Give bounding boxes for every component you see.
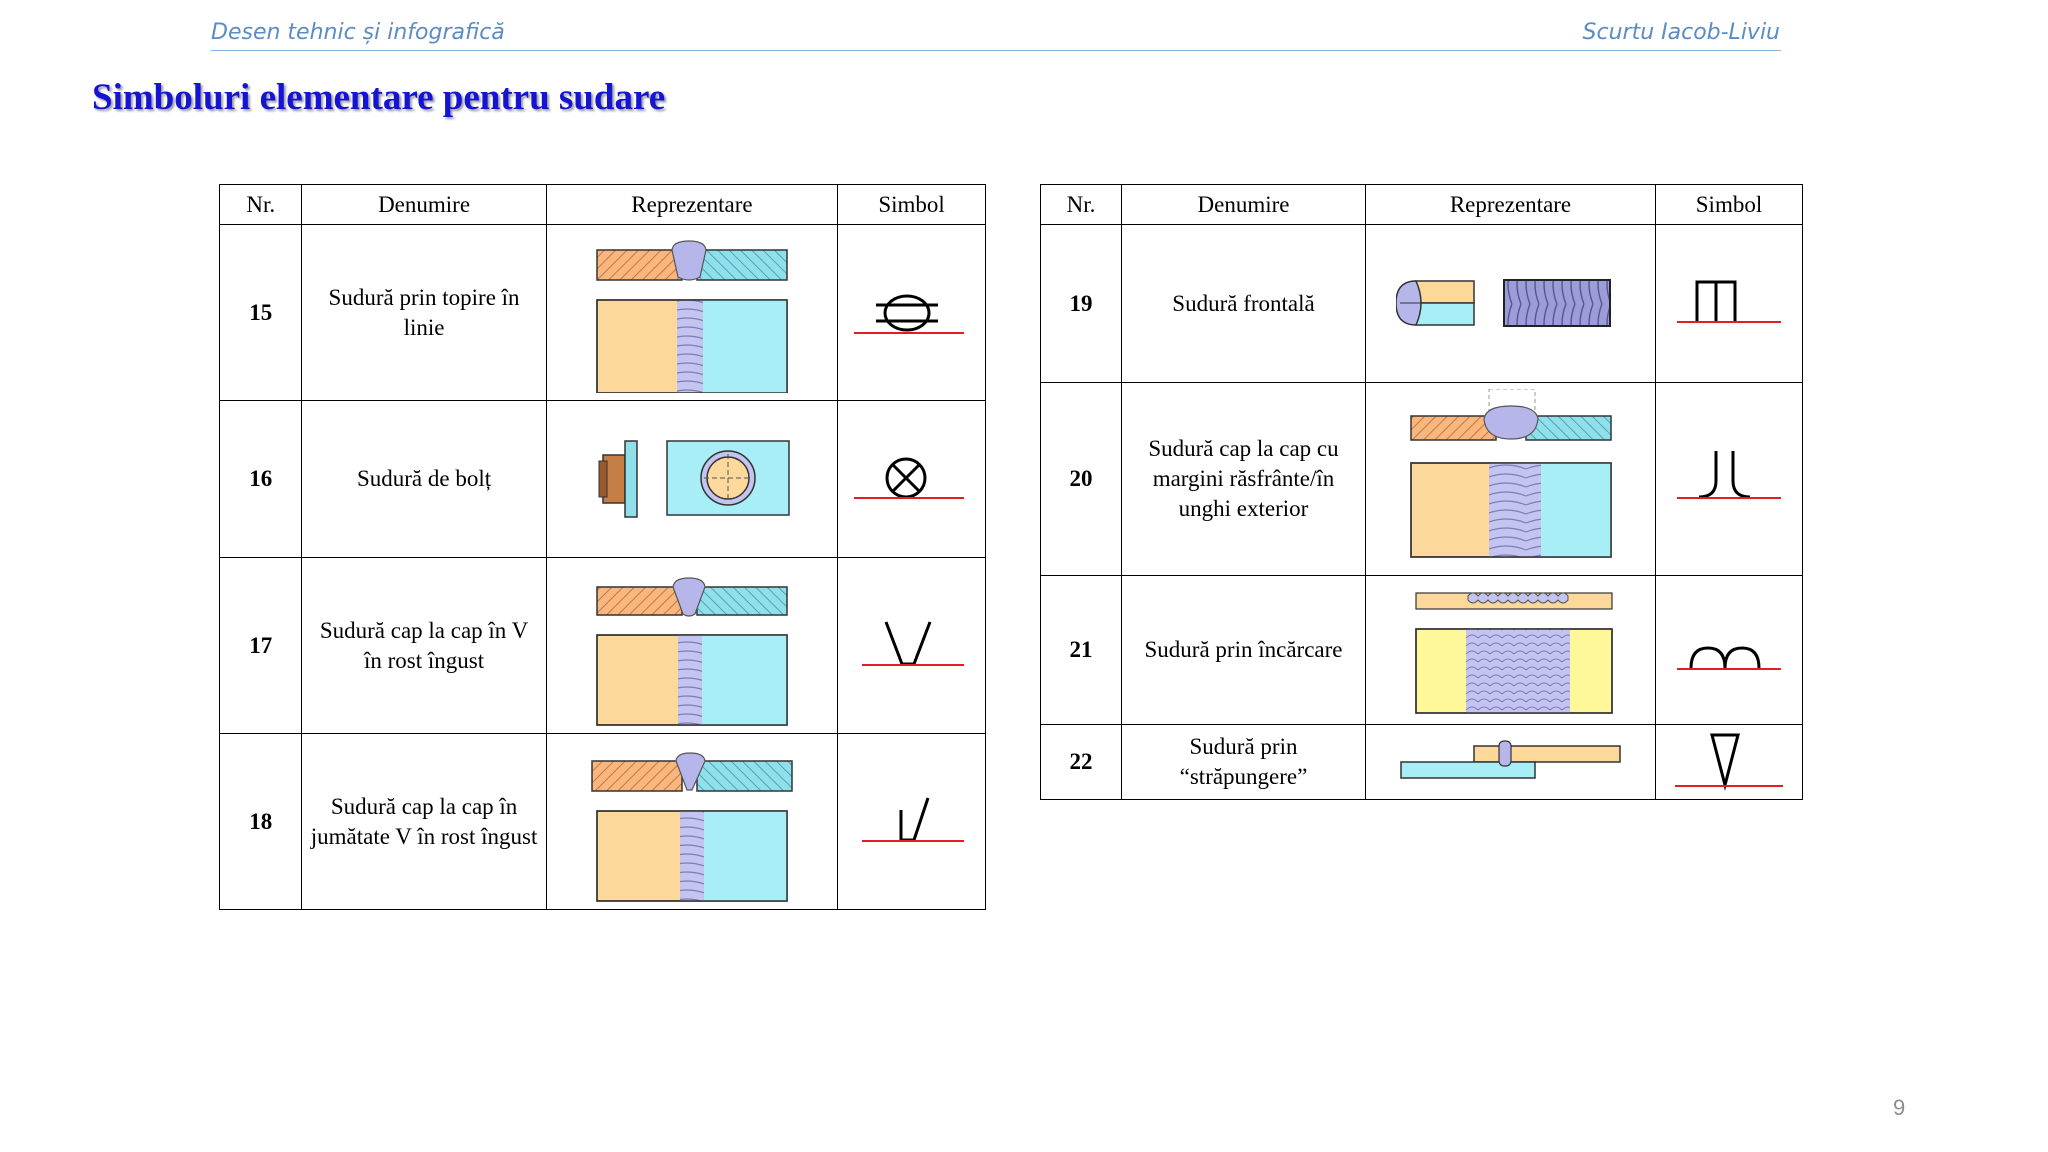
table-row: 21 Sudură prin încărcare <box>1040 575 1803 725</box>
page-number: 9 <box>1893 1095 1906 1120</box>
row-reprezentare <box>1365 575 1656 725</box>
col-header-nr: Nr. <box>1040 184 1122 225</box>
table-row: 20 Sudură cap la cap cu margini răsfrânt… <box>1040 382 1803 576</box>
flanged-butt-weld-symbol <box>1677 451 1781 499</box>
row-denumire: Sudură de bolț <box>301 400 547 558</box>
col-header-reprezentare: Reprezentare <box>545 184 839 225</box>
row-number: 15 <box>218 224 303 401</box>
edge-weld-symbol <box>1677 280 1781 323</box>
table-header-row: Nr. Denumire Reprezentare Simbol <box>1040 184 1803 225</box>
welding-symbols-table-left: Nr. Denumire Reprezentare Simbol 15 Sudu… <box>218 184 986 910</box>
line-fusion-weld-symbol <box>853 294 964 334</box>
header-right: Scurtu Iacob-Liviu <box>1582 20 1780 45</box>
col-header-simbol: Simbol <box>837 184 986 225</box>
row-denumire: Sudură cap la cap în jumătate V în rost … <box>301 733 547 910</box>
row-number: 21 <box>1040 575 1122 725</box>
row-reprezentare <box>545 733 839 910</box>
narrow-v-butt-weld-drawing <box>596 576 788 726</box>
row-reprezentare <box>545 224 839 401</box>
row-denumire: Sudură cap la cap în V în rost îngust <box>301 557 547 734</box>
row-number: 18 <box>218 733 303 910</box>
row-reprezentare <box>1365 724 1656 800</box>
plug-weld-drawing <box>1399 740 1621 779</box>
table-row: 22 Sudură prin “străpungere” <box>1040 724 1803 800</box>
col-header-nr: Nr. <box>218 184 303 225</box>
row-number: 17 <box>218 557 303 734</box>
narrow-v-butt-weld-symbol <box>861 620 964 666</box>
line-fusion-weld-drawing <box>596 239 788 393</box>
row-denumire: Sudură prin încărcare <box>1121 575 1366 725</box>
table-row: 19 Sudură frontală <box>1040 224 1803 383</box>
row-simbol <box>1655 575 1803 725</box>
col-header-denumire: Denumire <box>1121 184 1366 225</box>
row-simbol <box>1655 382 1803 576</box>
table-row: 15 Sudură prin topire în linie <box>218 224 986 401</box>
table-row: 18 Sudură cap la cap în jumătate V în ro… <box>218 733 986 910</box>
header-divider <box>211 50 1781 51</box>
page-title: Simboluri elementare pentru sudare <box>92 77 666 118</box>
row-simbol <box>837 224 986 401</box>
row-reprezentare <box>1365 224 1656 383</box>
row-simbol <box>837 733 986 910</box>
stud-weld-symbol <box>853 457 964 499</box>
table-header-row: Nr. Denumire Reprezentare Simbol <box>218 184 986 225</box>
row-number: 16 <box>218 400 303 558</box>
surfacing-weld-drawing <box>1414 591 1613 714</box>
header-left: Desen tehnic și infografică <box>211 20 505 45</box>
row-denumire: Sudură cap la cap cu margini răsfrânte/î… <box>1121 382 1366 576</box>
edge-weld-drawing <box>1395 278 1611 327</box>
narrow-half-v-butt-weld-drawing <box>591 751 793 902</box>
row-reprezentare <box>545 557 839 734</box>
row-number: 22 <box>1040 724 1122 800</box>
row-number: 20 <box>1040 382 1122 576</box>
row-simbol <box>1655 724 1803 800</box>
col-header-simbol: Simbol <box>1655 184 1803 225</box>
row-simbol <box>837 557 986 734</box>
row-reprezentare <box>1365 382 1656 576</box>
row-denumire: Sudură prin topire în linie <box>301 224 547 401</box>
flanged-butt-weld-drawing <box>1409 389 1612 558</box>
table-row: 16 Sudură de bolț <box>218 400 986 558</box>
row-simbol <box>1655 224 1803 383</box>
col-header-denumire: Denumire <box>301 184 547 225</box>
stud-weld-drawing <box>598 440 790 518</box>
welding-symbols-table-right: Nr. Denumire Reprezentare Simbol 19 Sudu… <box>1040 184 1803 800</box>
row-number: 19 <box>1040 224 1122 383</box>
table-row: 17 Sudură cap la cap în V în rost îngust <box>218 557 986 734</box>
narrow-half-v-butt-weld-symbol <box>861 797 964 842</box>
row-denumire: Sudură frontală <box>1121 224 1366 383</box>
row-denumire: Sudură prin “străpungere” <box>1121 724 1366 800</box>
plug-weld-symbol <box>1675 733 1783 791</box>
surfacing-weld-symbol <box>1677 646 1781 670</box>
row-simbol <box>837 400 986 558</box>
row-reprezentare <box>545 400 839 558</box>
col-header-reprezentare: Reprezentare <box>1365 184 1656 225</box>
